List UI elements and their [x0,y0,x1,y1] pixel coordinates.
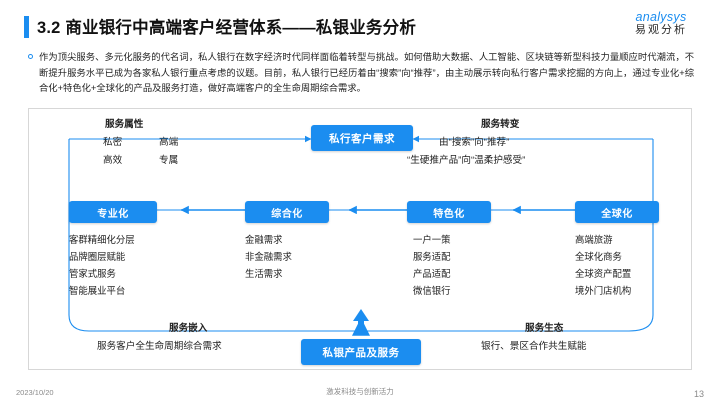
pillar-box-2[interactable]: 特色化 [407,201,491,223]
brand-logo: analysys 易观分析 [618,10,704,37]
diagram-frame: 服务属性 私密 高端 高效 专属 服务转变 由“搜索”向“推荐” “生硬推产品”… [28,108,692,370]
pillar-items-2: 一户一策 服务适配 产品适配 微信银行 [413,231,451,299]
service-attribute-item-0: 私密 [103,137,123,148]
service-attribute-title: 服务属性 [105,119,144,130]
service-attribute-item-3: 专属 [159,155,179,166]
page-header: 3.2 商业银行中高端客户经营体系——私银业务分析 analysys 易观分析 [24,10,704,44]
pillar-item: 智能展业平台 [69,285,126,296]
pillar-item: 管家式服务 [69,268,116,279]
service-change-title: 服务转变 [481,119,520,130]
page-title: 3.2 商业银行中高端客户经营体系——私银业务分析 [37,19,417,37]
pillar-box-3[interactable]: 全球化 [575,201,659,223]
footer-page-number: 13 [693,389,704,399]
pillar-item: 产品适配 [413,268,451,279]
pillar-item: 金融需求 [245,234,283,245]
pillar-item: 境外门店机构 [575,285,632,296]
service-change-item-1: “生硬推产品”向“温柔护感受” [407,155,526,166]
pillar-box-1[interactable]: 综合化 [245,201,329,223]
pillar-item: 服务适配 [413,251,451,262]
pillar-items-3: 高端旅游 全球化商务 全球资产配置 境外门店机构 [575,231,631,299]
bottom-left-text: 服务客户全生命周期综合需求 [97,341,222,352]
bottom-right-title: 服务生态 [525,323,564,334]
service-change-item-0: 由“搜索”向“推荐” [439,137,510,148]
footer-date: 2023/10/20 [16,388,54,397]
pillar-item: 客群精细化分层 [69,234,135,245]
pillar-item: 一户一策 [413,234,451,245]
pillar-box-0[interactable]: 专业化 [69,201,157,223]
pillar-item: 微信银行 [413,285,451,296]
bottom-left-title: 服务嵌入 [169,323,208,334]
pillar-item: 全球资产配置 [575,268,632,279]
pillar-item: 非金融需求 [245,251,292,262]
service-attribute-item-2: 高效 [103,155,123,166]
bottom-right-text: 银行、景区合作共生赋能 [481,341,587,352]
pillar-items-1: 金融需求 非金融需求 生活需求 [245,231,292,282]
intro-paragraph: 作为顶尖服务、多元化服务的代名词，私人银行在数字经济时代同样面临着转型与挑战。如… [28,50,694,97]
footer-slogan: 激发科技与创新活力 [326,387,394,396]
pillar-item: 高端旅游 [575,234,613,245]
center-top-box[interactable]: 私行客户需求 [311,125,413,151]
pillar-item: 全球化商务 [575,251,622,262]
logo-name: analysys [635,10,687,24]
center-bottom-box[interactable]: 私银产品及服务 [301,339,421,365]
bullet-icon [28,54,33,59]
service-attribute-item-1: 高端 [159,137,179,148]
pillar-items-0: 客群精细化分层 品牌圈层赋能 管家式服务 智能展业平台 [69,231,135,299]
logo-cn-name: 易观分析 [635,24,687,36]
intro-text: 作为顶尖服务、多元化服务的代名词，私人银行在数字经济时代同样面临着转型与挑战。如… [39,52,694,93]
pillar-item: 生活需求 [245,268,283,279]
pillar-item: 品牌圈层赋能 [69,251,126,262]
title-accent-bar [24,16,29,38]
